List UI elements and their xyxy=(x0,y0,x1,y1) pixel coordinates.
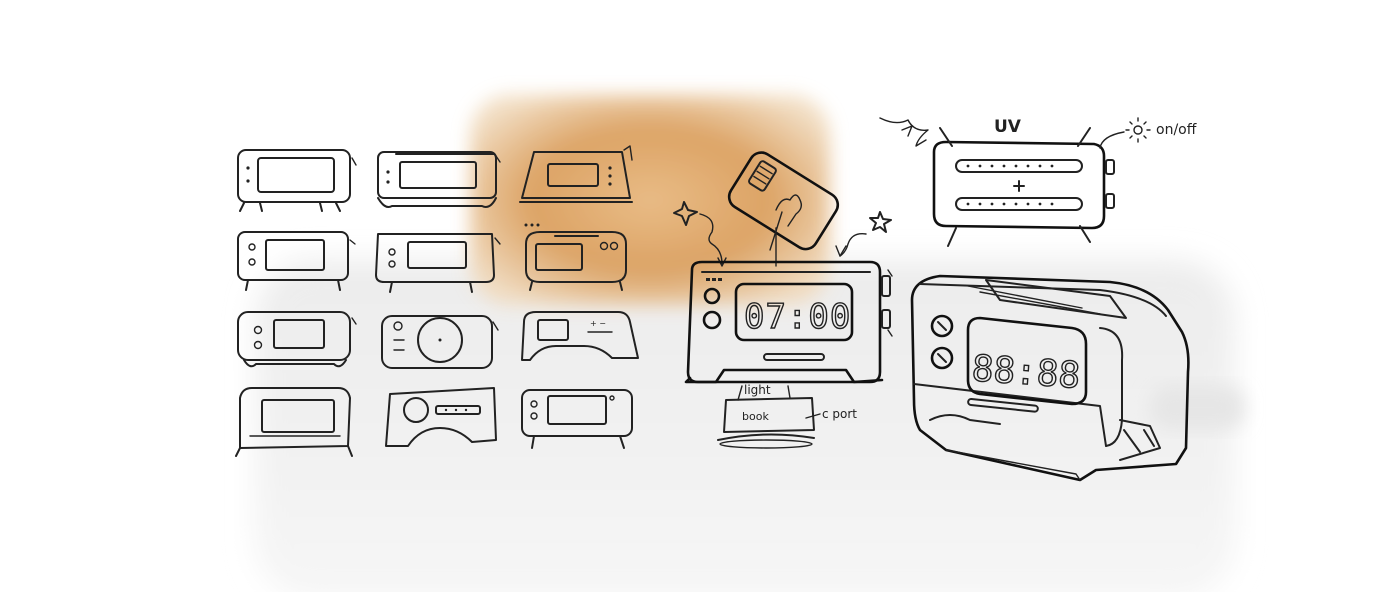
label-onoff: on/off xyxy=(1156,122,1197,138)
hand-icon xyxy=(775,194,803,227)
thumb-sketch xyxy=(237,149,357,212)
thumb-sketch: + − xyxy=(521,311,639,361)
thumb-sketch xyxy=(521,389,633,449)
thumbnail-sketches: + − xyxy=(235,145,639,457)
thumb-sketch xyxy=(237,311,357,368)
thumb-sketch xyxy=(385,387,497,447)
svg-text:+ −: + − xyxy=(590,319,606,328)
uv-concept: UV on/off xyxy=(879,117,1197,247)
perspective-render: 88:88 xyxy=(910,274,1190,482)
clock-concept: 07:00 light book c port xyxy=(673,151,893,449)
label-uv: UV xyxy=(994,117,1022,137)
sparkle-icon xyxy=(673,201,698,226)
thumb-sketch xyxy=(237,231,356,291)
thumb-sketch xyxy=(377,151,501,208)
sun-icon xyxy=(1125,117,1151,143)
thumb-sketch xyxy=(519,145,633,203)
plus-icon xyxy=(1013,180,1025,192)
label-light: light xyxy=(744,383,771,397)
toaster-body-blur xyxy=(255,260,1235,592)
render-display-digits: 88:88 xyxy=(971,348,1082,396)
sparkle-icon xyxy=(869,211,892,233)
thumb-sketch xyxy=(375,233,501,293)
toast-blur xyxy=(470,95,830,305)
uv-dots xyxy=(966,164,1054,206)
label-c-port: c port xyxy=(822,407,857,421)
label-book: book xyxy=(742,410,769,423)
thumb-sketch xyxy=(524,223,627,291)
thumb-sketch xyxy=(235,387,353,457)
clock-display-digits: 07:00 xyxy=(744,297,851,337)
toaster-side-blur xyxy=(1150,385,1245,430)
background-photo xyxy=(255,95,1245,592)
thumb-sketch xyxy=(381,315,499,369)
